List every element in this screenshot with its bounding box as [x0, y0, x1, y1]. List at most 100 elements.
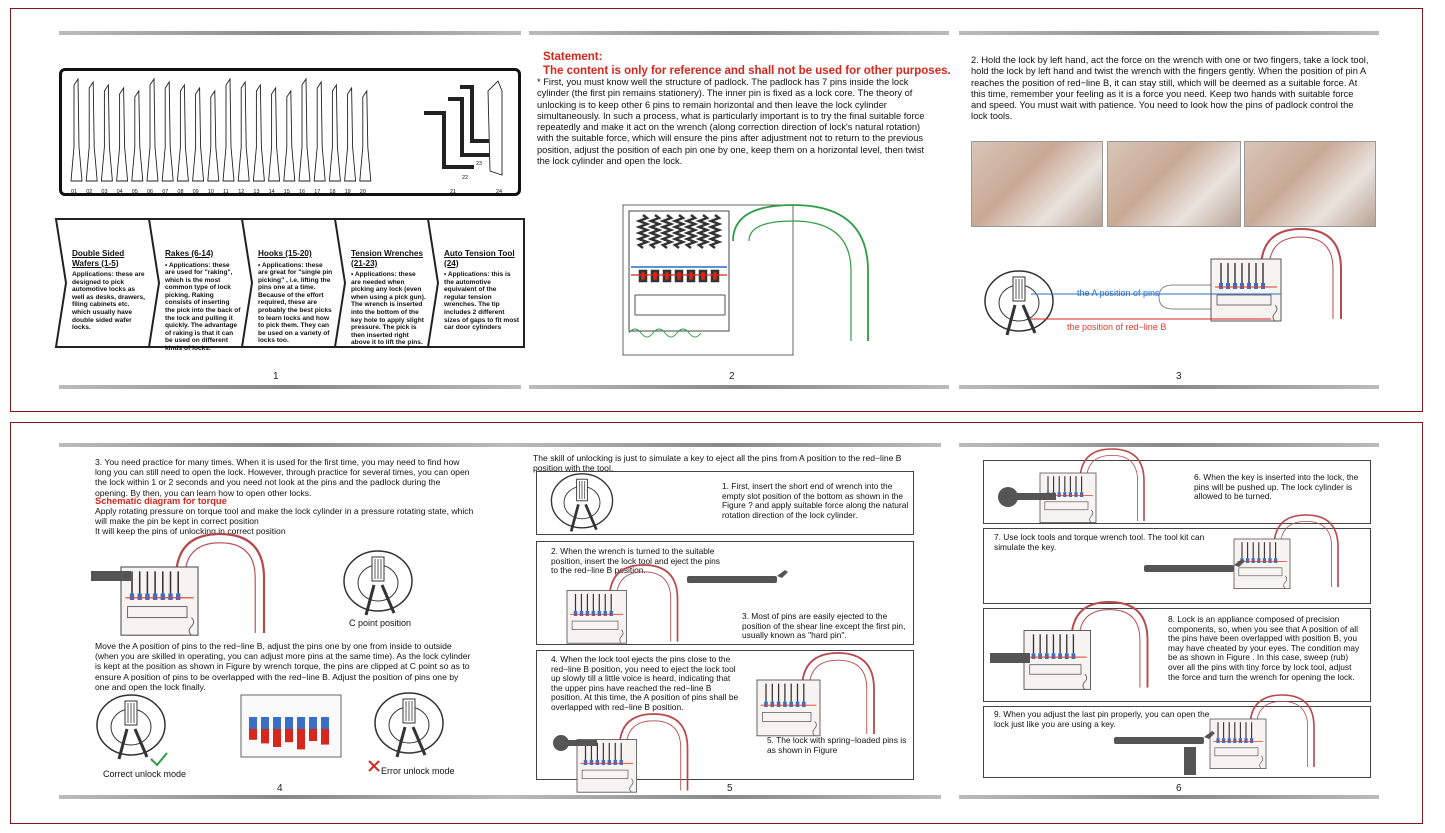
page-rule	[529, 385, 949, 389]
category-text: • Applications: these are great for "sin…	[258, 261, 333, 345]
tool-number: 10	[207, 189, 214, 195]
page-number: 6	[1176, 783, 1182, 794]
tool-number: 01	[71, 189, 78, 195]
page-rule	[959, 385, 1379, 389]
page-4: 3. You need practice for many times. Whe…	[11, 423, 531, 823]
auto-tension-tool-24	[487, 80, 503, 176]
step-9-text: 9. When you adjust the last pin properly…	[994, 709, 1210, 729]
pin-blue	[321, 717, 329, 729]
tool-number: 12	[238, 189, 245, 195]
tool-number: 20	[359, 189, 366, 195]
step-4-diagram	[553, 652, 875, 794]
category-1: Double Sided Wafers (1-5)Applications: t…	[68, 249, 152, 377]
key-pin	[710, 269, 720, 283]
tension-wrench-21	[424, 111, 474, 169]
tool-number: 06	[147, 189, 154, 195]
step-2-3-box: 2. When the wrench is turned to the suit…	[536, 541, 914, 645]
step-9-diagram	[1114, 694, 1315, 775]
step-6-box: 6. When the key is inserted into the loc…	[983, 448, 1371, 524]
pin-spring	[683, 214, 699, 249]
label-red-line-b: the position of red−line B	[1067, 322, 1167, 332]
pin-red	[249, 729, 257, 740]
category-title: Rakes (6-14)	[165, 249, 214, 258]
pin-blue	[249, 717, 257, 729]
step-7-diagram	[1144, 514, 1339, 590]
tool-number: 05	[131, 189, 138, 195]
step-7-text: 7. Use lock tools and torque wrench tool…	[994, 532, 1205, 552]
tool-number: 15	[283, 189, 290, 195]
photo-pick-pins	[1244, 141, 1376, 227]
category-title: Hooks (15-20)	[258, 249, 312, 258]
tool-number: 07	[162, 189, 169, 195]
pin-red	[273, 729, 281, 747]
page-rule	[959, 31, 1379, 35]
pin-blue	[309, 717, 317, 729]
page4-body-1: 3. You need practice for many times. Whe…	[95, 457, 470, 498]
tool-number: 04	[116, 189, 123, 195]
step-3-text: 3. Most of pins are easily ejected to th…	[742, 611, 906, 641]
c-point-caption: C point position	[349, 618, 412, 628]
page-number: 5	[727, 783, 733, 794]
tool-number: 11	[223, 189, 229, 195]
page-rule	[959, 795, 1379, 799]
pin-red	[321, 729, 329, 745]
lock-pick-tools-illustration	[70, 77, 503, 182]
page-number: 4	[277, 783, 283, 794]
page-rule	[59, 443, 509, 447]
page-rule	[529, 31, 949, 35]
photo-twist-wrench	[1107, 141, 1241, 227]
tension-wrench-23	[460, 85, 502, 143]
step-6-diagram	[998, 448, 1145, 524]
pin-blue	[261, 717, 269, 729]
pin-spring	[707, 214, 723, 249]
tool-number: 19	[344, 189, 351, 195]
lock-pick-10	[207, 89, 220, 182]
category-text: Applications: these are designed to pick…	[72, 271, 145, 332]
lock-pick-15	[283, 89, 296, 182]
step-1-box: 1. First, insert the short end of wrench…	[536, 471, 914, 535]
page4-body-3: Move the A position of pins to the red−l…	[95, 641, 471, 692]
page-rule	[509, 795, 941, 799]
key-pin	[662, 269, 672, 283]
step-6-text: 6. When the key is inserted into the loc…	[1194, 472, 1359, 502]
lock-pick-02	[85, 80, 98, 182]
page-3: 2. Hold the lock by left hand, act the f…	[11, 9, 1424, 411]
step-2-text: 2. When the wrench is turned to the suit…	[551, 546, 720, 576]
category-5: Auto Tension Tool (24)• Applications: th…	[440, 249, 524, 377]
key-pin	[686, 269, 696, 283]
torque-heading: Schematic diagram for torque	[95, 496, 227, 506]
page4-body-2: Apply rotating pressure on torque tool a…	[95, 506, 474, 537]
banner-frame	[54, 218, 525, 348]
lock-pick-16	[298, 77, 311, 182]
pin-red	[297, 729, 305, 750]
page-rule	[59, 31, 521, 35]
category-text: • Applications: these are used for "raki…	[165, 261, 241, 353]
lock-pick-13	[252, 83, 265, 182]
pin-spring	[659, 214, 675, 249]
category-2: Rakes (6-14) • Applications: these are us…	[161, 249, 245, 377]
tool-number: 16	[299, 189, 306, 195]
lock-pick-04	[116, 86, 129, 182]
tool-number: 08	[177, 189, 184, 195]
page3-body: 2. Hold the lock by left hand, act the f…	[971, 55, 1369, 122]
page-number: 1	[273, 371, 279, 382]
tool-number: 17	[314, 189, 321, 195]
lock-pick-09	[192, 86, 205, 182]
correct-mode-caption: Correct unlock mode	[103, 769, 187, 779]
lock-pick-07	[161, 80, 174, 182]
pin-red	[309, 729, 317, 741]
key-pin	[638, 269, 648, 283]
lock-pick-01	[70, 77, 83, 182]
lock-pick-17	[313, 80, 326, 182]
page-rule	[959, 443, 1379, 447]
tool-number: 22	[462, 175, 469, 181]
page-rule	[59, 795, 509, 799]
step-8-diagram	[990, 601, 1149, 691]
pin-blue	[297, 717, 305, 729]
lock-pick-05	[131, 89, 144, 182]
category-text: • Applications: these are needed when pi…	[351, 271, 426, 347]
page-5: The skill of unlocking is just to simula…	[11, 423, 1424, 823]
tool-number: 21	[450, 189, 457, 195]
